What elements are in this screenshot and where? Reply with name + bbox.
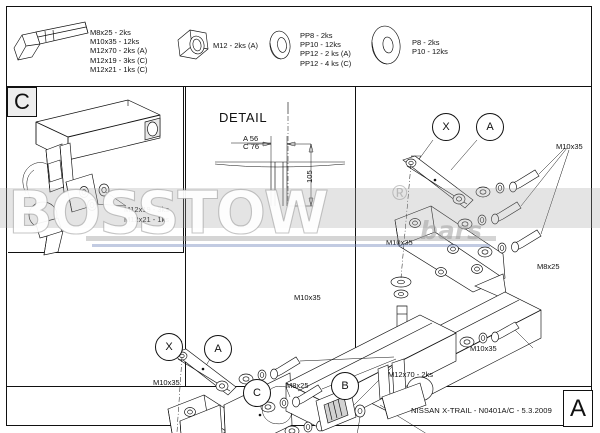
balloon-b-bottom: B: [331, 372, 359, 400]
legend-line: P8 - 2ks: [412, 38, 440, 47]
hex-bolt-icon: [13, 21, 89, 61]
legend-icons: [13, 21, 401, 65]
panel-c-towbar-assembly: [22, 99, 161, 256]
fastener-stack-a: [475, 169, 540, 198]
legend-line: M12x19 - 3ks (C): [90, 55, 148, 65]
title-block-text: NISSAN X-TRAIL - N0401A/C - 5.3.2009: [411, 406, 552, 415]
panel-bottom-callout-m10x35-top: M10x35: [294, 293, 321, 302]
flat-washer-icon: [371, 25, 401, 65]
detail-panel-geometry: [214, 102, 346, 208]
sheet-corner-label-c: C: [7, 87, 37, 117]
balloon-a-right: A: [476, 113, 504, 141]
panel-right-callout-m10x35-mid: M10x35: [386, 238, 413, 247]
legend-line: P10 - 12ks: [412, 47, 448, 57]
fastener-stack-b: [457, 201, 522, 230]
callout-text: M12x19 - 3ks: [124, 205, 170, 214]
detail-dim-c: C 76: [243, 142, 260, 151]
legend-line: PP12 - 2 ks (A): [300, 49, 351, 59]
detail-panel-title: DETAIL: [219, 110, 268, 125]
drawing-frame: [6, 6, 592, 426]
panel-right-callout-m10x35-top: M10x35: [556, 142, 583, 151]
fastener-stack-d: [238, 356, 301, 385]
sheet-corner-label-a: A: [563, 390, 593, 427]
legend-item-1-text: M12 - 2ks (A): [213, 41, 258, 50]
balloon-label: C: [253, 387, 261, 399]
panel-c-border: [8, 87, 184, 253]
balloon-label: X: [165, 341, 173, 353]
hex-nut-icon: [177, 29, 209, 60]
panel-divider-1: [185, 86, 186, 386]
legend-line: M10x35 - 12ks: [90, 37, 140, 47]
balloon-x-right: X: [432, 113, 460, 141]
callout-text: M12x21 - 1ks: [124, 215, 170, 224]
legend-line: M12x21 - 1ks (C): [90, 64, 148, 74]
legend-line: PP10 - 12ks: [300, 40, 341, 50]
panel-c-callout-1: M12x21 - 1ks: [124, 215, 169, 224]
balloon-c-bottom: C: [243, 379, 271, 407]
panel-c-callout-0: M12x19 - 3ks: [124, 205, 169, 214]
legend-line: M12 - 2ks (A): [213, 41, 259, 50]
legend-line: M12x70 - 2ks (A): [90, 46, 148, 56]
panel-right-callout-m10x35-low: M10x35: [470, 344, 497, 353]
balloon-a-bottom: A: [204, 335, 232, 363]
fastener-stack-e: [260, 384, 323, 413]
balloon-label: B: [341, 380, 349, 392]
fastener-stack-c: [477, 229, 542, 258]
panel-divider-2: [355, 86, 356, 386]
legend-line: PP12 - 4 ks (C): [300, 58, 352, 68]
panel-bottom-exploded-assembly: [165, 314, 457, 433]
balloon-label: A: [214, 343, 222, 355]
panel-bottom-callout-m12x70: M12x70 - 2ks: [388, 370, 434, 379]
balloon-x-bottom: X: [155, 333, 183, 361]
panel-bottom-callout-m10x35-low: M10x35: [153, 378, 180, 387]
detail-dim-a: A 56: [243, 134, 259, 143]
detail-dim-height: 105: [305, 170, 314, 183]
legend-line: M8x25 - 2ks: [90, 28, 131, 37]
balloon-label: A: [486, 121, 494, 133]
balloon-label: X: [442, 121, 450, 133]
panel-right-callout-m8x25: M8x25: [537, 262, 560, 271]
panel-bottom-callout-m8x25: M8x25: [286, 381, 309, 390]
legend-divider: [6, 86, 592, 87]
spring-washer-icon: [269, 30, 291, 60]
legend-line: PP8 - 2ks: [300, 31, 333, 40]
